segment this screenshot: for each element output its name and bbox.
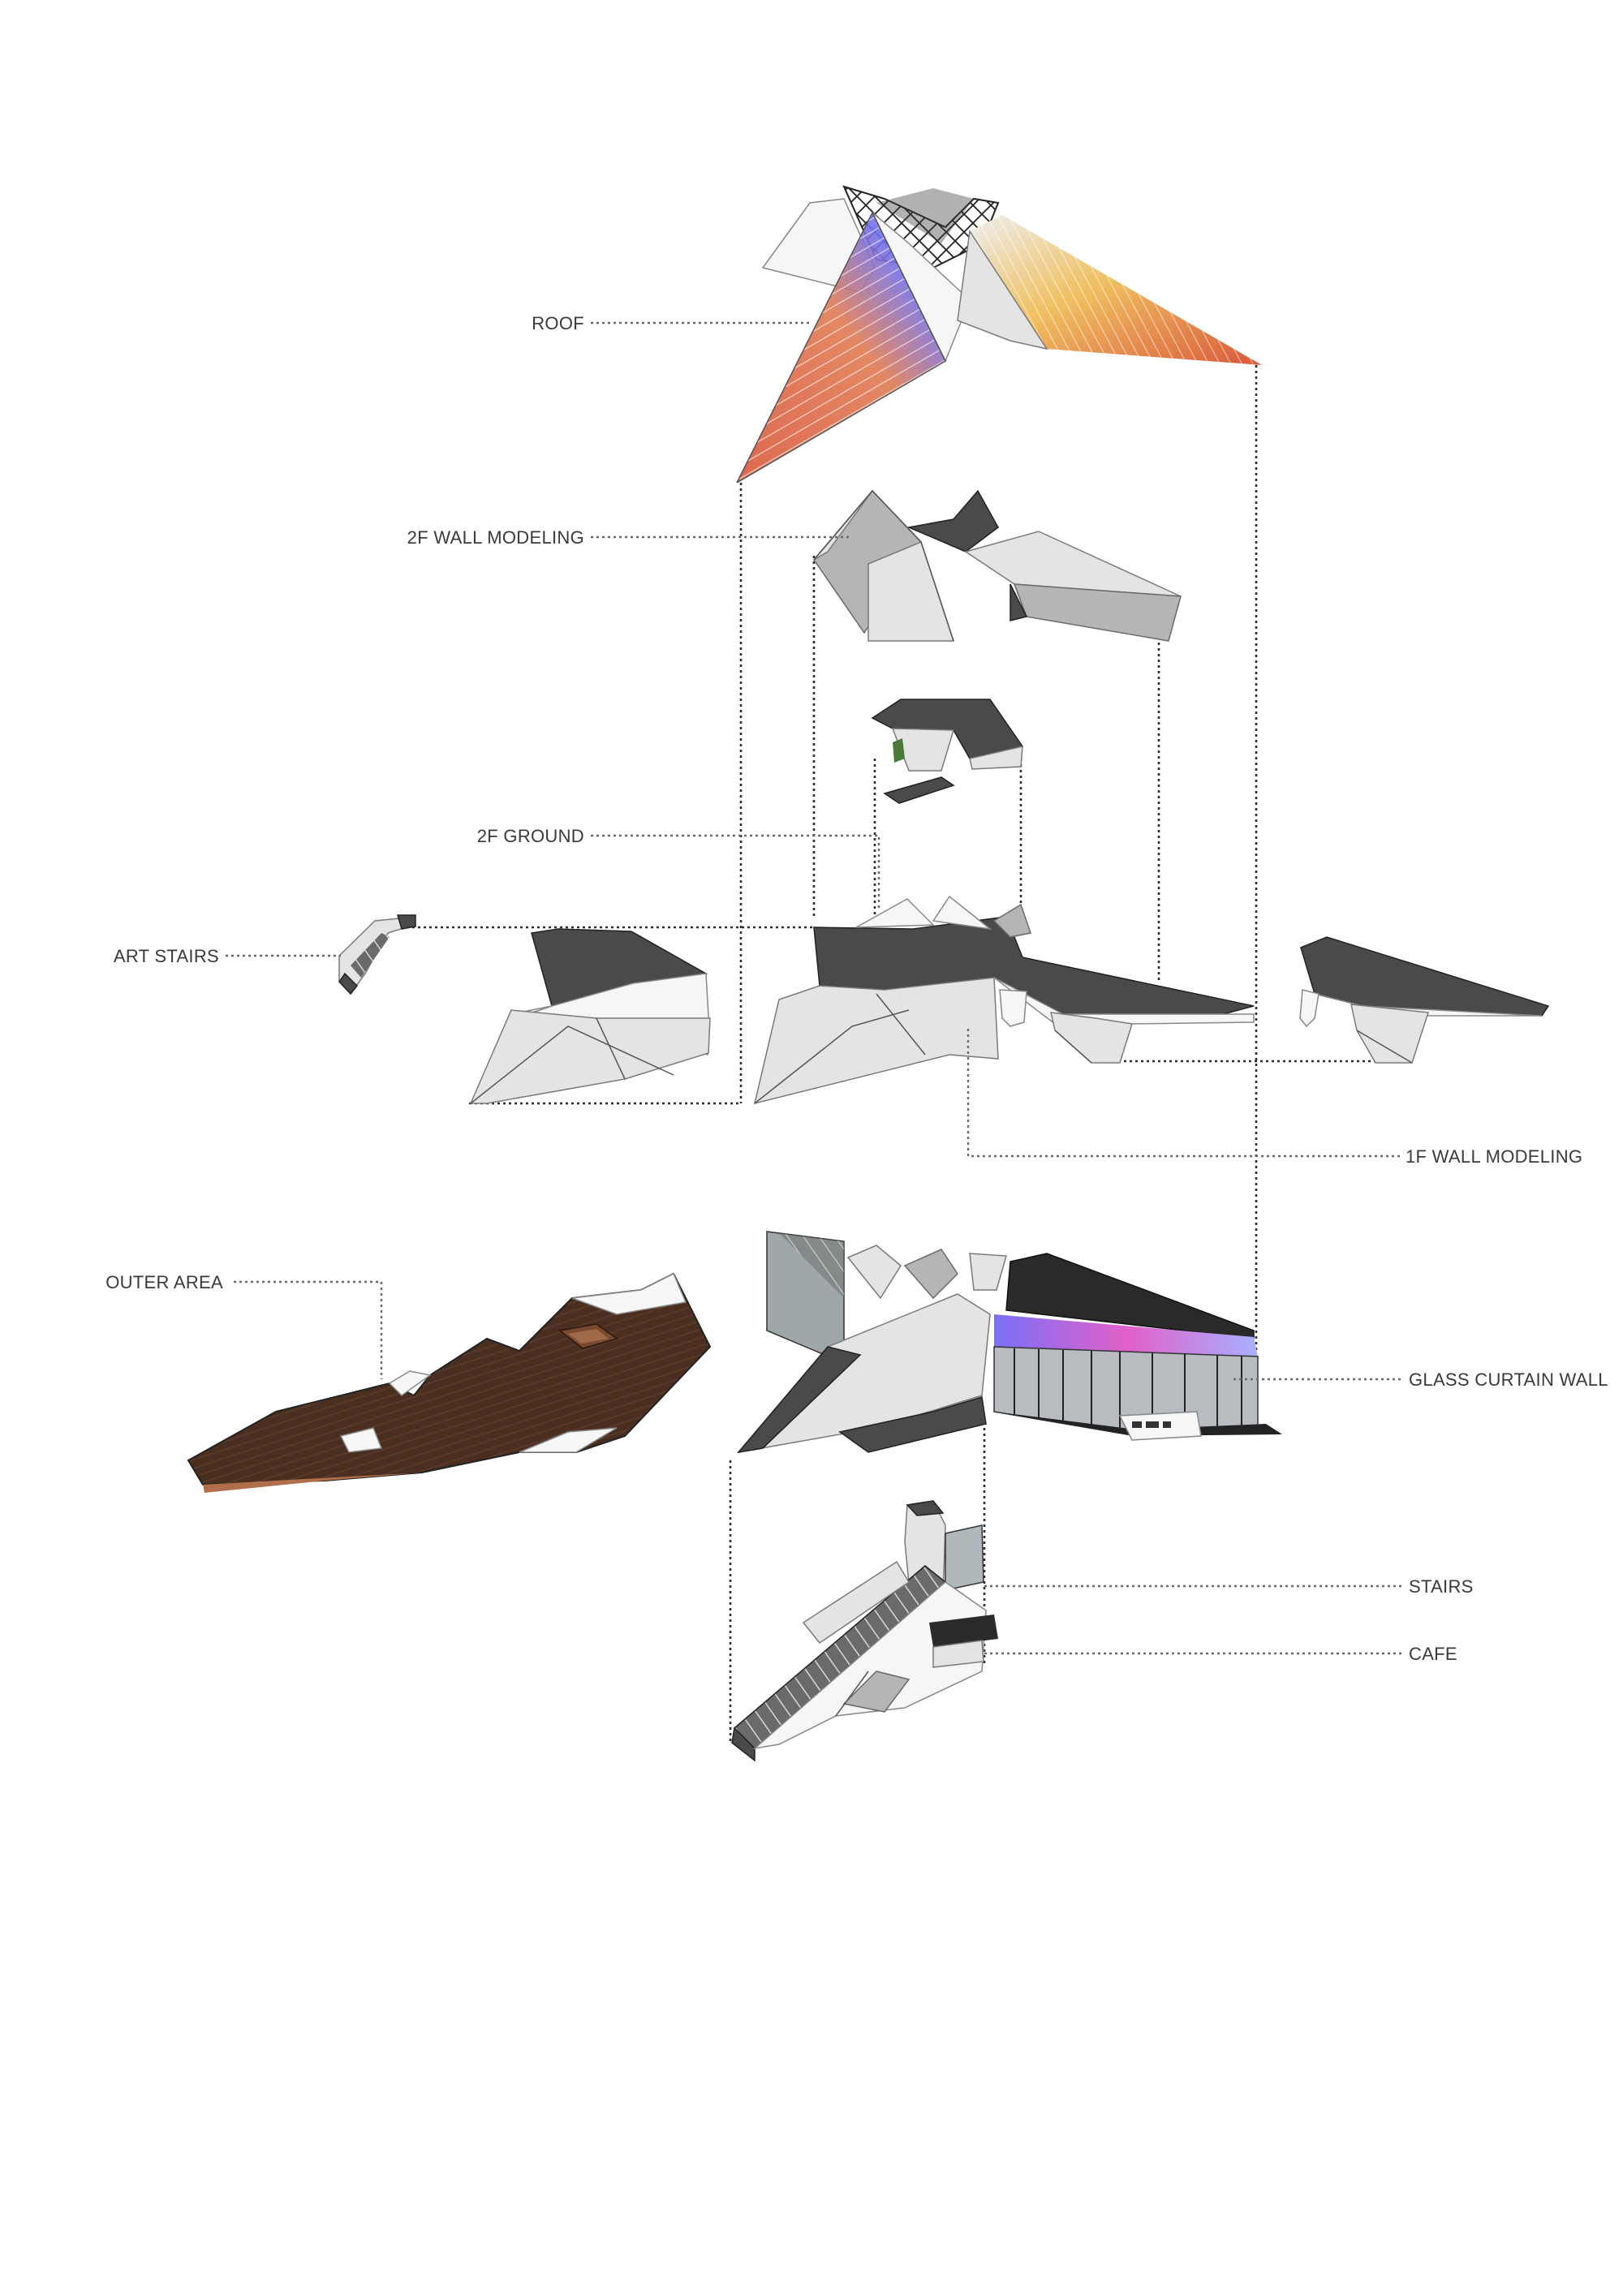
glass-curtain-wall-model <box>737 1231 1282 1454</box>
label-2f-ground: 2F GROUND <box>477 826 584 846</box>
label-roof: ROOF <box>532 313 584 333</box>
art-stairs-model <box>338 914 416 995</box>
label-2f-wall-modeling: 2F WALL MODELING <box>407 527 584 548</box>
label-outer-area: OUTER AREA <box>105 1272 223 1292</box>
label-stairs: STAIRS <box>1409 1576 1474 1597</box>
wall-2f-model <box>813 489 1182 642</box>
leader-lines <box>226 321 1402 1655</box>
ground-2f-model <box>871 699 1024 804</box>
labels: ROOF 2F WALL MODELING 2F GROUND ART STAI… <box>105 313 1608 1664</box>
stairs-cafe-model <box>731 1500 998 1762</box>
label-art-stairs: ART STAIRS <box>114 946 219 966</box>
outer-area-model <box>187 1272 712 1493</box>
wall-1f-right-slab <box>1299 936 1550 1064</box>
roof-model <box>736 185 1262 484</box>
wall-1f-center-slab <box>753 895 1255 1105</box>
label-glass-curtain-wall: GLASS CURTAIN WALL <box>1409 1369 1608 1390</box>
label-cafe: CAFE <box>1409 1644 1457 1664</box>
label-1f-wall-modeling: 1F WALL MODELING <box>1406 1146 1582 1167</box>
wall-1f-left-slab <box>469 928 711 1104</box>
